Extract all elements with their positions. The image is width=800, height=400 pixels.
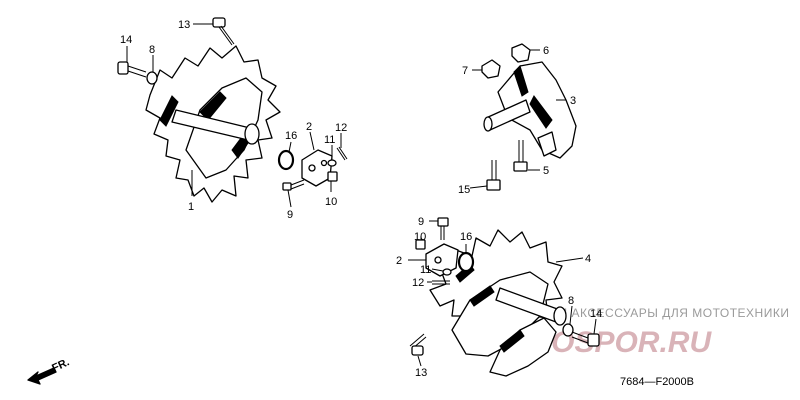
washer-11-right [442,268,452,276]
clip-2-right [425,243,459,277]
pin-9-right [437,217,449,240]
ring-16-left [277,149,295,171]
nut-6 [511,43,531,63]
callout-1: 1 [188,201,194,213]
callout-2-left: 2 [306,121,312,133]
washer-8-right [562,323,574,337]
callout-3: 3 [570,95,576,107]
front-direction-indicator: FR. [27,356,71,385]
callout-14-right: 14 [590,308,602,320]
callout-14-left: 14 [120,34,132,46]
callout-15: 15 [458,184,470,196]
nut-10-left [327,171,338,182]
diagram-code: 7684—F2000B [620,376,694,388]
bolt-15 [486,160,501,191]
front-arrow-icon [27,367,57,385]
washer-8-left [146,71,158,85]
callout-10-right: 10 [414,231,426,243]
front-direction-label: FR. [50,356,71,374]
callout-10-left: 10 [325,196,337,208]
callout-13-bottom: 13 [415,367,427,379]
left-tine-assembly [145,45,281,203]
pin-12-right [432,280,450,285]
nut-7 [481,59,501,79]
ring-16-right [457,251,475,273]
callout-7: 7 [462,65,468,77]
washer-11-left [327,159,337,167]
callout-6: 6 [543,45,549,57]
left-tine-hub [244,123,260,145]
callout-11-left: 11 [324,134,335,146]
callout-8-right: 8 [568,295,574,307]
bolt-13-bottom [409,333,427,356]
callouts: 13 14 8 1 16 2 11 12 9 10 6 7 3 5 15 9 1… [120,19,602,379]
callout-16-left: 16 [285,130,297,142]
callout-12-right: 12 [412,277,424,289]
bolt-14-left [117,61,147,78]
callout-9-left: 9 [287,209,293,221]
leader-lines [126,23,597,367]
callout-9-right: 9 [418,216,424,228]
pin-12-left [336,146,348,161]
bracket-shadow [513,65,553,129]
pin-9-left [282,179,305,191]
bolt-5 [513,140,528,172]
bolt-13-top [212,17,235,46]
callout-13-top: 13 [178,19,190,31]
callout-2-right: 2 [396,255,402,267]
callout-16-right: 16 [460,231,472,243]
bracket-boss [537,131,557,157]
tine-bracket-assembly [483,61,577,159]
callout-4: 4 [585,253,591,265]
bracket-shaft-end [483,116,493,132]
callout-8-left: 8 [149,44,155,56]
bolt-14-right [571,331,600,347]
callout-5: 5 [543,165,549,177]
callout-12-left: 12 [335,122,347,134]
right-tine-hub [553,306,567,326]
callout-11-right: 11 [420,264,431,276]
